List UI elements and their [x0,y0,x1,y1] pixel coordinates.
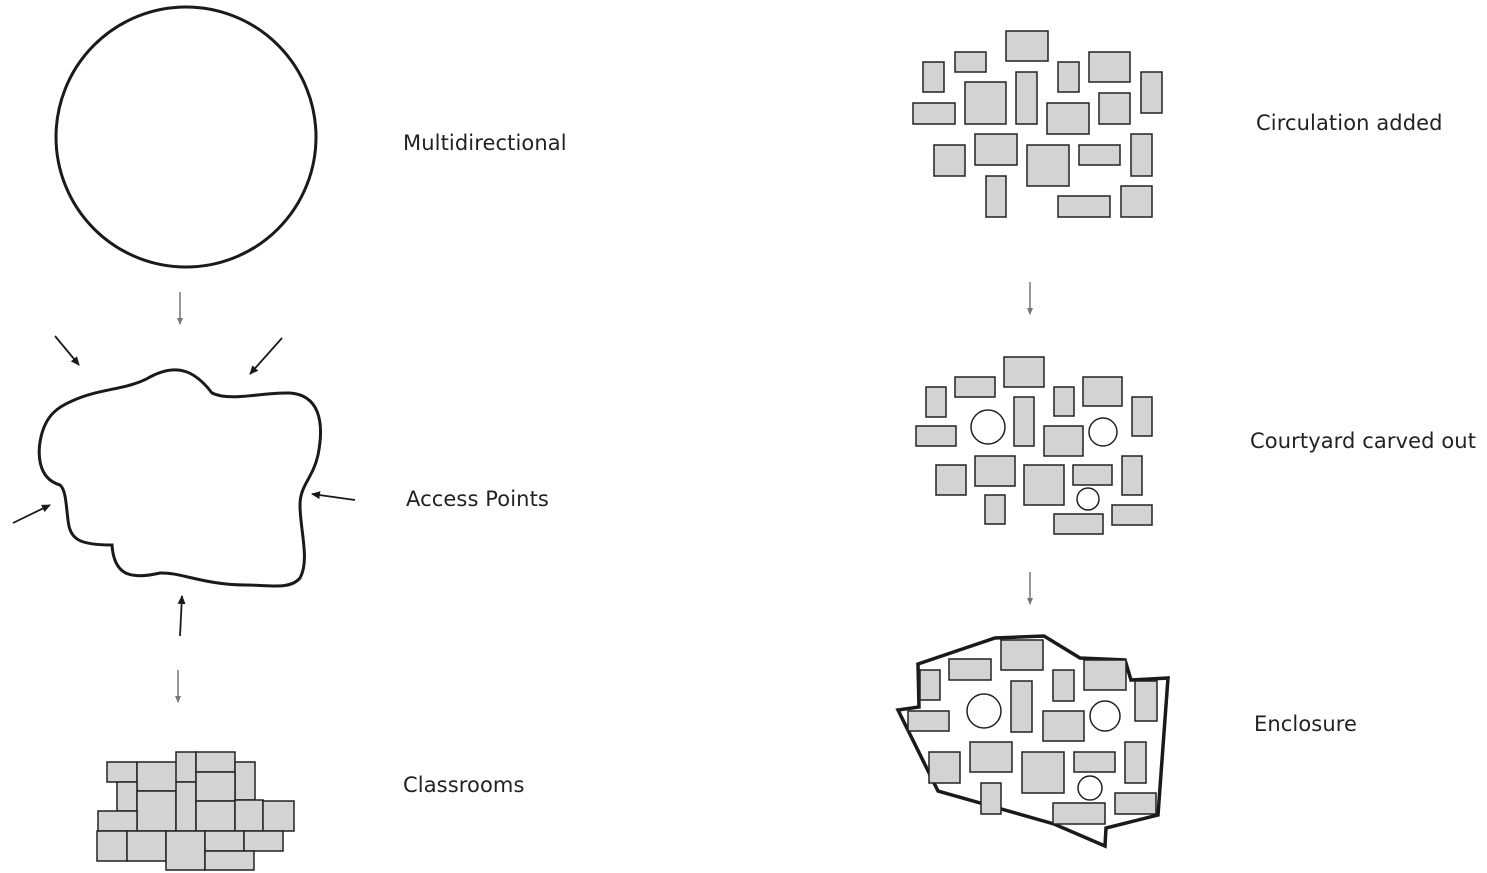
classroom-block [136,761,178,792]
label-access-points: Access Points [406,487,549,511]
classroom-block [106,761,138,783]
circulation-cluster [912,30,1163,218]
room-block [1124,741,1147,784]
room-block [1131,396,1153,437]
classroom-block [96,830,128,862]
room-block [1057,195,1111,218]
courtyard-circle [966,693,1002,729]
label-circulation-added: Circulation added [1256,111,1443,135]
classrooms-cluster [96,751,295,871]
room-block [922,61,945,93]
room-block [1120,185,1153,218]
room-block [948,658,992,681]
classroom-block [204,830,245,852]
label-enclosure: Enclosure [1254,712,1358,736]
room-block [1088,51,1131,83]
access-arrow-top-left [54,335,80,366]
room-block [1013,396,1035,447]
room-block [933,144,966,177]
room-block [974,133,1018,166]
room-block [1042,710,1085,742]
classroom-block [126,830,167,862]
room-block [928,751,961,784]
classroom-block [195,771,236,802]
room-block [984,494,1006,525]
room-block [1003,356,1045,388]
room-block [1072,464,1113,486]
enclosure-outline [895,634,1170,849]
room-block [1046,102,1090,135]
room-block [1114,792,1157,815]
courtyard-cluster [915,356,1153,535]
room-block [969,741,1013,773]
access-arrow-right [311,491,356,501]
room-block [1111,504,1153,526]
classroom-block [165,830,206,871]
classroom-block [175,751,197,783]
classroom-block [195,751,236,773]
room-block [1043,425,1084,457]
room-block [1078,144,1121,166]
classroom-block [97,810,138,832]
courtyard-circle [970,409,1006,445]
enclosure-cluster [907,639,1158,825]
room-block [1000,639,1044,671]
room-block [1082,376,1123,407]
courtyard-circle [1089,700,1121,732]
classroom-block [243,830,284,852]
room-block [935,464,967,496]
classroom-block [234,799,264,832]
access-arrow-top-right [249,337,283,375]
room-block [1083,659,1127,691]
room-block [1010,680,1033,733]
room-block [980,782,1002,815]
room-block [985,175,1007,218]
label-multidirectional: Multidirectional [403,131,567,155]
room-block [915,425,957,447]
classroom-block [136,790,177,832]
room-block [1130,133,1153,177]
access-points-blob [37,368,322,588]
room-block [1015,71,1038,125]
classroom-block [204,850,255,871]
room-block [954,376,996,398]
room-block [1021,751,1065,794]
room-block [1073,751,1116,773]
classroom-block [175,781,197,832]
room-block [1005,30,1049,62]
room-block [1052,802,1106,825]
classroom-block [234,761,256,801]
room-block [1053,513,1104,535]
room-block [1026,144,1070,187]
room-block [1121,455,1143,496]
room-block [1057,61,1080,93]
access-arrow-bottom [177,595,186,637]
label-classrooms: Classrooms [403,773,525,797]
classroom-block [116,781,138,812]
room-block [974,455,1016,487]
room-block [1053,386,1075,417]
courtyard-circle [1076,487,1100,511]
room-block [907,710,950,732]
room-block [1023,464,1065,506]
room-block [1140,71,1163,114]
label-courtyard-carved-out: Courtyard carved out [1250,429,1477,453]
room-block [925,386,947,418]
room-block [1098,92,1131,125]
courtyard-circle [1077,775,1103,801]
multidirectional-circle [54,5,318,269]
courtyard-circle [1088,417,1118,447]
room-block [954,51,987,73]
room-block [912,102,956,125]
room-block [1052,669,1075,702]
room-block [919,669,941,701]
classroom-block [195,800,236,832]
classroom-block [262,800,295,832]
room-block [1134,680,1158,722]
room-block [964,81,1007,125]
access-arrow-left [12,504,51,524]
